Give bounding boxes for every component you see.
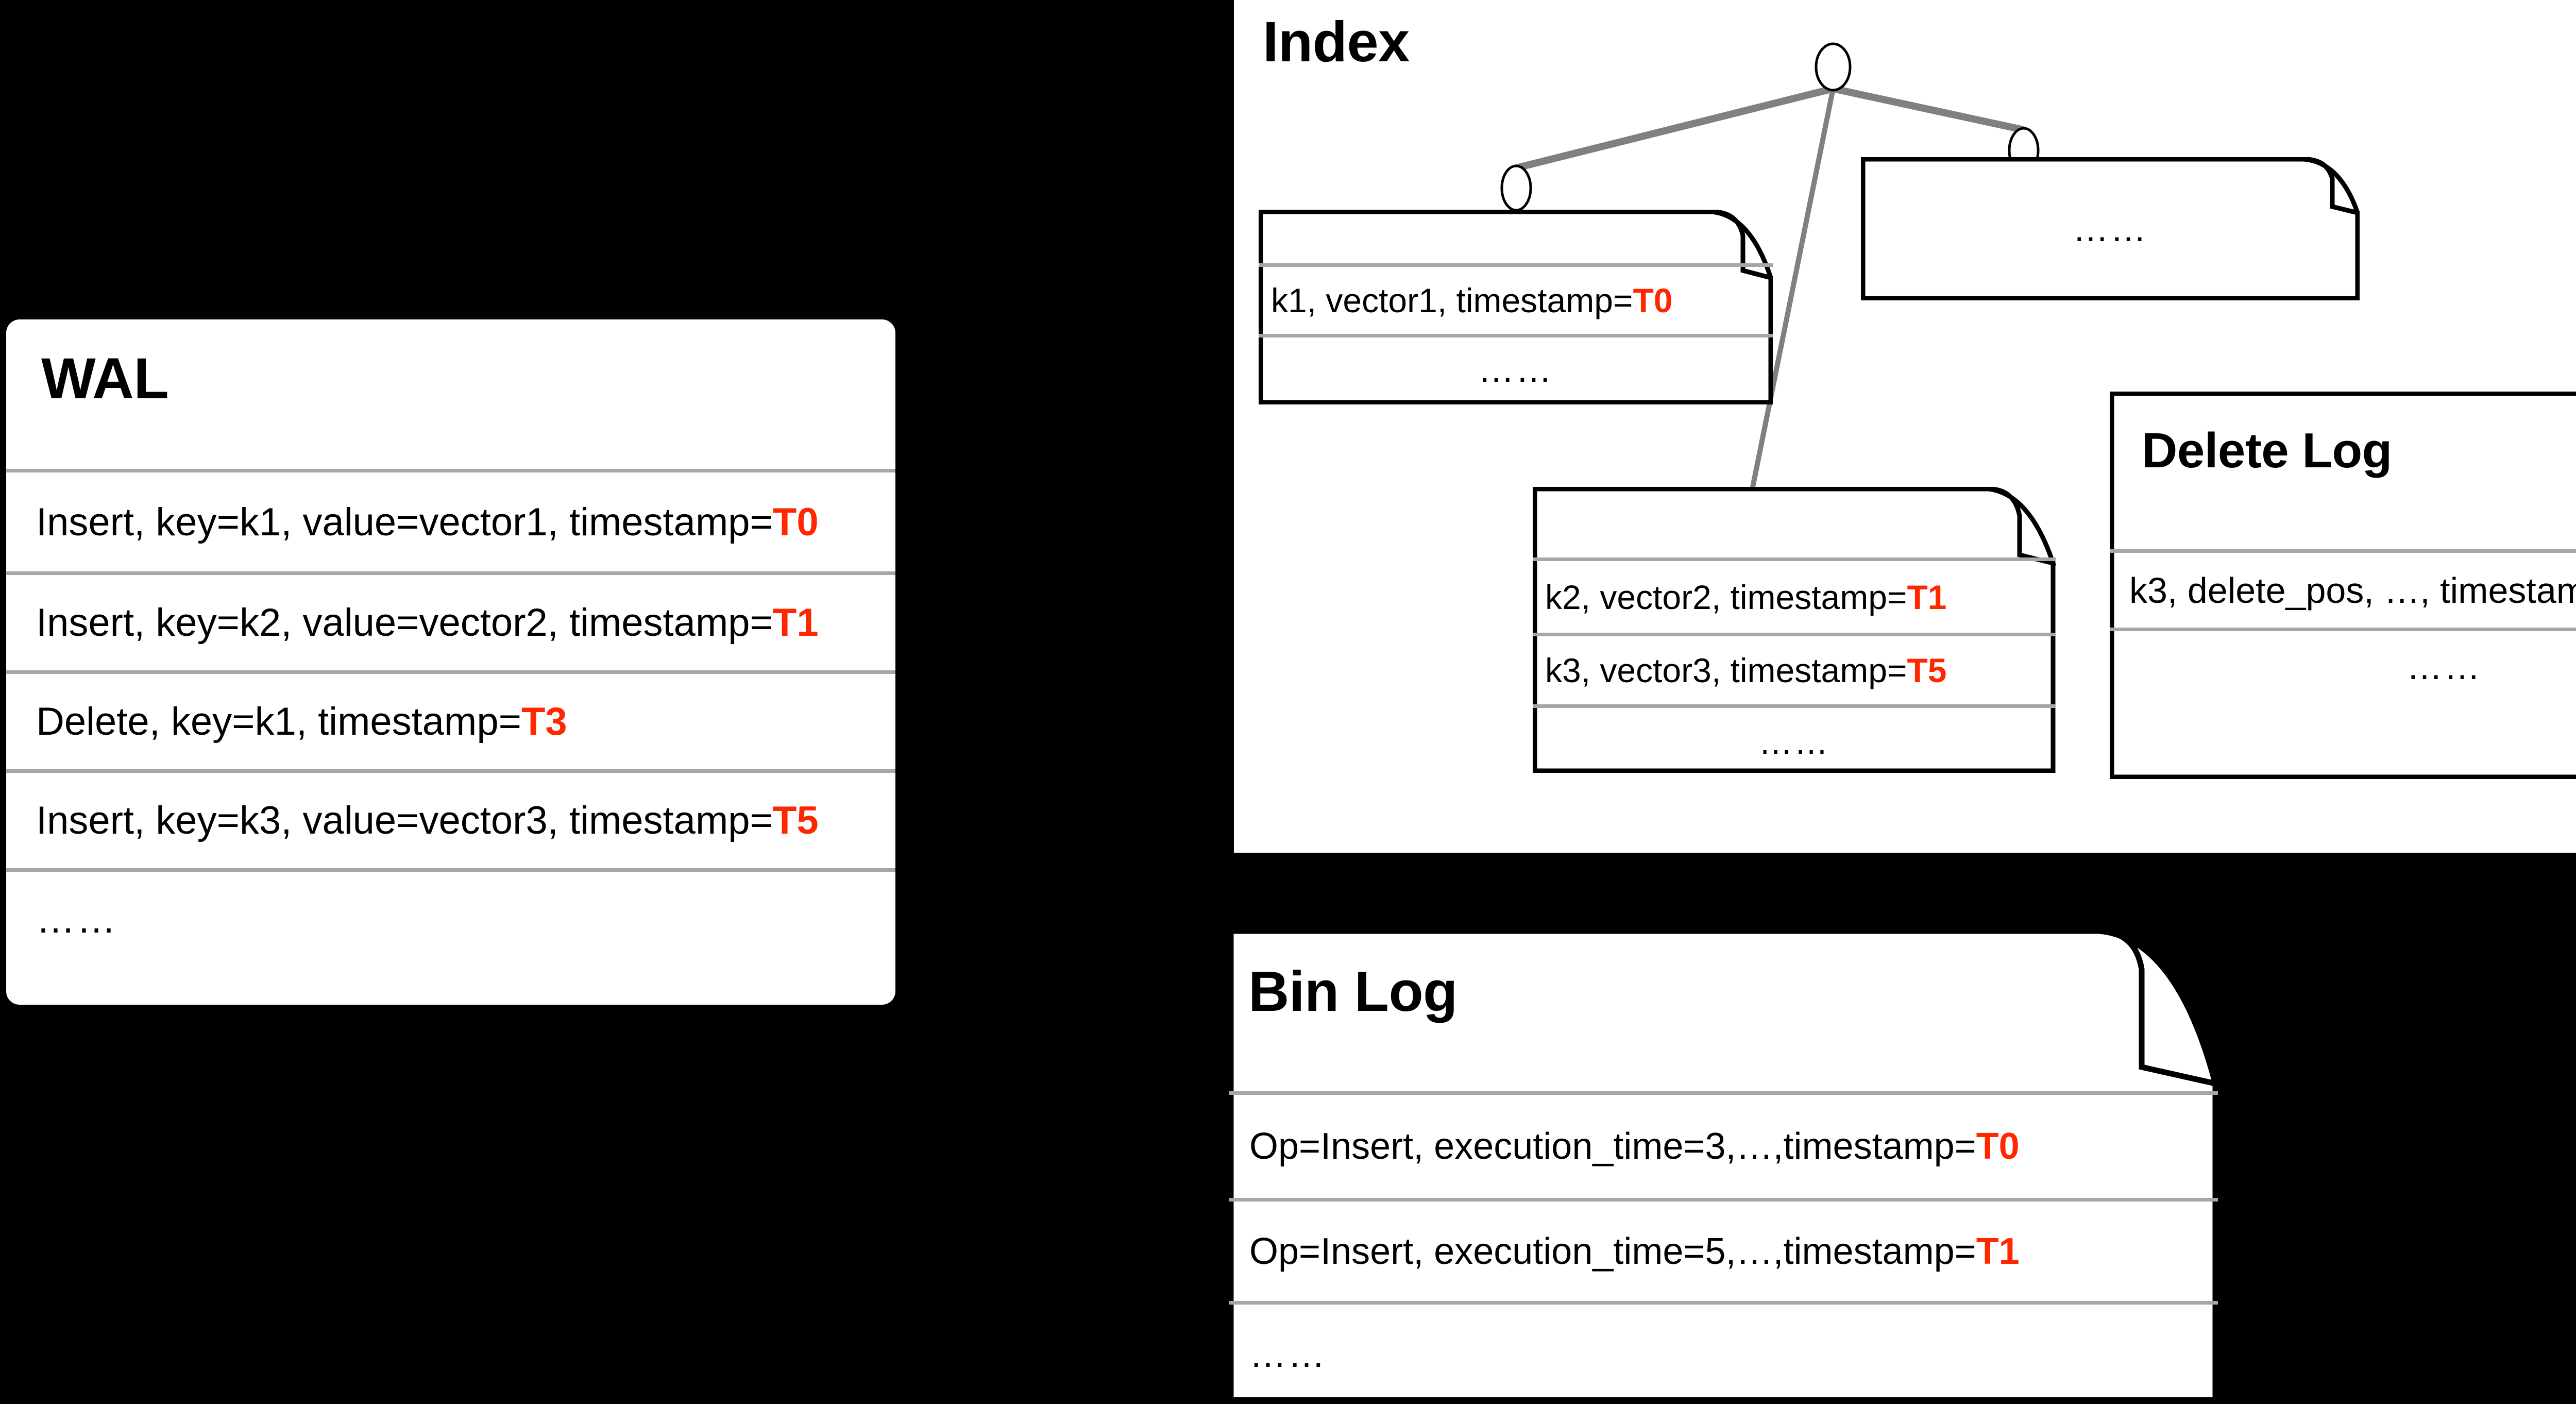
wal-row-timestamp: T1 [772,601,819,645]
ellipsis-text: …… [1758,723,1830,761]
bin-log-row-text: Op=Insert, execution_time=3,…,timestamp= [1249,1126,1976,1167]
wal-row-timestamp: T0 [772,500,819,544]
card-k1-row-ellipsis: …… [1259,334,1773,401]
document-shape-with-folded-corner [1259,210,1773,404]
wal-row-text: Insert, key=k3, value=vector3, timestamp… [36,799,773,842]
card-k23-row-timestamp: T1 [1907,578,1947,616]
index-title: Index [1263,10,1410,74]
bin-log-row-list: Op=Insert, execution_time=3,…,timestamp=… [1229,1091,2218,1404]
tree-edge-root-to-right [1832,85,2025,133]
index-leaf-card-k1: k1, vector1, timestamp=T0 …… [1259,210,1773,404]
bin-log-row-text: Op=Insert, execution_time=5,…,timestamp= [1249,1230,1976,1272]
ellipsis-text: …… [2073,209,2148,249]
wal-title: WAL [41,346,169,411]
tree-node-left [1500,164,1532,212]
card-k1-row: k1, vector1, timestamp=T0 [1259,267,1773,334]
wal-row-text: Insert, key=k1, value=vector1, timestamp… [36,500,773,544]
bin-log-row: Op=Insert, execution_time=5,…,timestamp=… [1229,1198,2218,1301]
wal-row-list: Insert, key=k1, value=vector1, timestamp… [6,469,895,967]
index-leaf-card-k2-k3: k2, vector2, timestamp=T1 k3, vector3, t… [1533,487,2056,773]
document-shape-with-folded-corner [2110,392,2576,779]
bin-log-row: Op=Insert, execution_time=3,…,timestamp=… [1229,1095,2218,1198]
ellipsis-text: …… [1478,349,1553,390]
delete-log-row-list: k3, delete_pos, …, timestamp=T3 …… [2110,549,2576,702]
wal-row-timestamp: T5 [772,799,819,842]
wal-row: Insert, key=k2, value=vector2, timestamp… [6,571,895,670]
wal-row: Insert, key=k3, value=vector3, timestamp… [6,769,895,868]
bin-log-card: Bin Log Op=Insert, execution_time=3,…,ti… [1229,929,2218,1402]
delete-log-card: Delete Log k3, delete_pos, …, timestamp=… [2110,392,2576,779]
card-k23-row-text: k3, vector3, timestamp= [1545,651,1907,689]
wal-row: Delete, key=k1, timestamp=T3 [6,670,895,769]
delete-log-row-text: k3, delete_pos, …, timestamp= [2129,570,2576,611]
wal-row-text: Insert, key=k2, value=vector2, timestamp… [36,601,773,645]
delete-log-row-ellipsis: …… [2110,628,2576,702]
card-k23-row-timestamp: T5 [1907,651,1947,689]
delete-log-title: Delete Log [2142,423,2392,478]
card-k23-row: k2, vector2, timestamp=T1 [1533,561,2056,633]
bin-log-title: Bin Log [1248,960,1458,1023]
card-k23-row-text: k2, vector2, timestamp= [1545,578,1907,616]
card-k1-row-text: k1, vector1, timestamp= [1271,281,1633,319]
tree-node-root [1815,42,1852,92]
ellipsis-text: …… [1249,1333,1327,1375]
card-k1-row-timestamp: T0 [1633,281,1673,319]
index-leaf-card-ellipsis: …… [1861,157,2360,300]
bin-log-row-timestamp: T0 [1976,1126,2020,1167]
card-k23-row-list: k2, vector2, timestamp=T1 k3, vector3, t… [1533,557,2056,776]
card-k1-row-list: k1, vector1, timestamp=T0 …… [1259,263,1773,401]
tree-edge-root-to-left [1515,85,1834,172]
wal-row-ellipsis: …… [6,868,895,967]
ellipsis-text: …… [2406,647,2482,687]
document-shape-with-folded-corner [1861,157,2360,300]
card-k23-row-ellipsis: …… [1533,704,2056,776]
wal-row: Insert, key=k1, value=vector1, timestamp… [6,472,895,571]
delete-log-row: k3, delete_pos, …, timestamp=T3 [2110,553,2576,628]
wal-row-text: Delete, key=k1, timestamp= [36,700,521,743]
wal-panel: WAL Insert, key=k1, value=vector1, times… [6,319,895,1005]
ellipsis-text: …… [36,898,117,941]
bin-log-row-ellipsis: …… [1229,1301,2218,1404]
card-k23-row: k3, vector3, timestamp=T5 [1533,633,2056,704]
document-shape-with-folded-corner [1229,929,2218,1402]
wal-row-timestamp: T3 [521,700,567,743]
bin-log-row-timestamp: T1 [1976,1230,2020,1272]
